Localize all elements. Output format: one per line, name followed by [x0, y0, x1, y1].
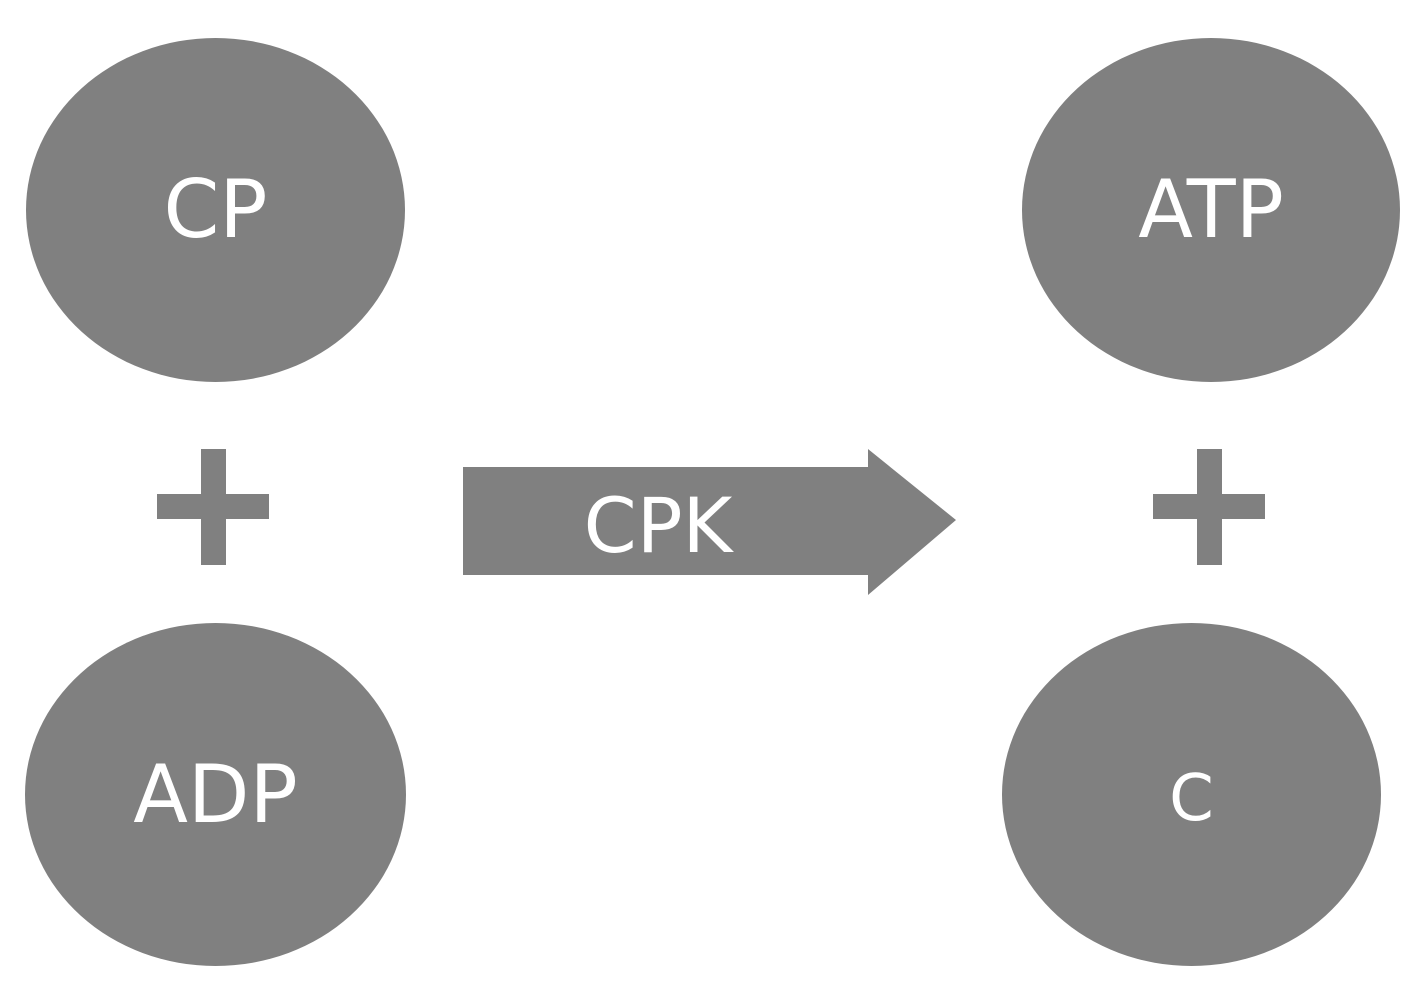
product-node-c: C — [1002, 623, 1381, 966]
product-label-atp: ATP — [1138, 163, 1284, 256]
enzyme-label: CPK — [533, 449, 783, 595]
plus-bar-vertical — [201, 449, 226, 565]
enzyme-label-text: CPK — [583, 481, 733, 570]
reaction-arrow: CPK — [463, 449, 959, 595]
plus-sign-left-icon — [157, 449, 269, 565]
arrow-shape — [463, 449, 956, 595]
reactant-label-cp: CP — [163, 163, 268, 256]
reactant-label-adp: ADP — [133, 747, 298, 841]
plus-sign-right-icon — [1153, 449, 1265, 565]
reactant-node-adp: ADP — [25, 623, 406, 966]
plus-bar-vertical — [1197, 449, 1222, 565]
reactant-node-cp: CP — [26, 38, 405, 382]
right-arrow-icon — [463, 449, 956, 595]
product-node-atp: ATP — [1022, 38, 1400, 382]
product-label-c: C — [1169, 761, 1214, 836]
